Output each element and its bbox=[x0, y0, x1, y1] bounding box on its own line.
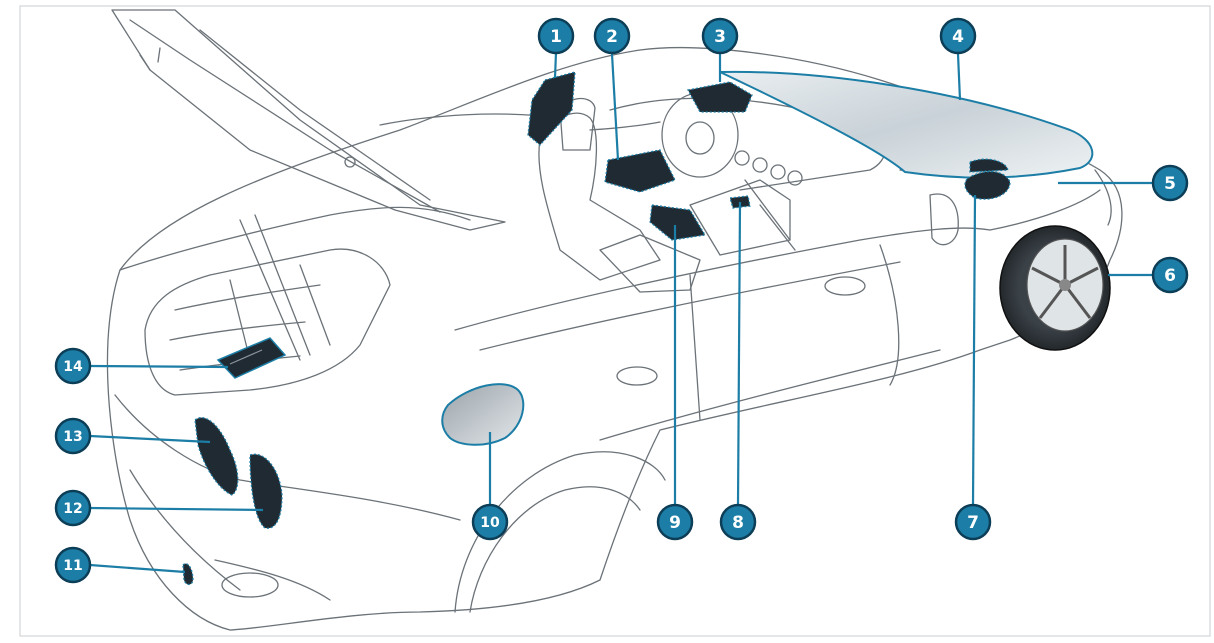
callout-1: 1 bbox=[537, 17, 575, 55]
fuel-filler-flap bbox=[441, 383, 525, 446]
wheel-hub bbox=[1059, 279, 1071, 291]
callout-label: 9 bbox=[669, 513, 681, 533]
figure-border bbox=[19, 5, 1211, 637]
callout-5: 5 bbox=[1151, 164, 1189, 202]
callout-7: 7 bbox=[954, 503, 992, 541]
trunk-lid-outline bbox=[111, 9, 506, 231]
windscreen-area bbox=[719, 70, 1094, 179]
callout-2: 2 bbox=[593, 17, 631, 55]
callout-6: 6 bbox=[1151, 256, 1189, 294]
vent bbox=[734, 150, 750, 166]
callout-3: 3 bbox=[701, 17, 739, 55]
exhaust-tip bbox=[221, 572, 279, 598]
trunk-hinge bbox=[139, 47, 161, 71]
front-fender bbox=[989, 189, 1101, 231]
trunk-opening bbox=[144, 248, 391, 396]
trunk-module bbox=[216, 337, 287, 379]
leader-11 bbox=[89, 563, 186, 574]
callout-label: 8 bbox=[732, 513, 744, 533]
leader-1 bbox=[553, 51, 558, 79]
highlight-region-13 bbox=[194, 417, 239, 496]
rear-bumper-line bbox=[114, 394, 461, 521]
trunk-module-detail bbox=[229, 349, 263, 365]
callout-8: 8 bbox=[719, 503, 757, 541]
callout-label: 11 bbox=[63, 558, 82, 574]
leader-7 bbox=[971, 194, 977, 506]
steering-hub bbox=[685, 121, 715, 155]
cabin-edge bbox=[589, 121, 661, 131]
rear-console bbox=[599, 234, 701, 293]
callout-14: 14 bbox=[54, 347, 92, 385]
console-trim bbox=[744, 179, 796, 251]
car-body-outline bbox=[106, 47, 1123, 631]
front-wheel bbox=[999, 225, 1111, 351]
callout-label: 12 bbox=[63, 501, 82, 517]
callout-label: 1 bbox=[550, 27, 562, 47]
callout-9: 9 bbox=[656, 503, 694, 541]
callout-label: 5 bbox=[1164, 174, 1176, 194]
leader-2 bbox=[610, 53, 620, 161]
callout-label: 10 bbox=[480, 515, 500, 531]
leader-lines bbox=[89, 51, 1152, 574]
rear-deck-edge bbox=[119, 206, 471, 271]
rear-diffuser-line bbox=[214, 559, 331, 601]
highlight-region-11 bbox=[182, 563, 194, 586]
callout-label: 14 bbox=[63, 359, 83, 375]
callout-4: 4 bbox=[939, 17, 977, 55]
rear-door-handle bbox=[616, 366, 658, 386]
trunk-strut bbox=[239, 214, 311, 361]
highlight-region-12 bbox=[249, 453, 283, 529]
highlight-region-1 bbox=[527, 71, 576, 146]
highlight-region-2 bbox=[604, 149, 676, 193]
callout-label: 2 bbox=[606, 27, 618, 47]
callout-label: 6 bbox=[1164, 266, 1176, 286]
trunk-side-lines bbox=[229, 264, 331, 361]
callout-label: 4 bbox=[952, 27, 964, 47]
rear-wheel-rim bbox=[469, 486, 641, 613]
trunk-lid-crease bbox=[129, 19, 441, 213]
callout-13: 13 bbox=[54, 417, 92, 455]
callout-label: 3 bbox=[714, 27, 726, 47]
leader-13 bbox=[89, 434, 211, 444]
rear-wheel-arch bbox=[454, 451, 666, 613]
highlight-region-9 bbox=[649, 204, 707, 241]
callout-11: 11 bbox=[54, 546, 92, 584]
callout-label: 13 bbox=[63, 429, 82, 445]
trunk-lid-latch bbox=[344, 156, 356, 168]
callout-label: 7 bbox=[967, 513, 979, 533]
highlight-region-3 bbox=[687, 81, 753, 113]
callout-10: 10 bbox=[471, 503, 509, 541]
vent bbox=[770, 164, 786, 180]
door-seam bbox=[689, 244, 900, 421]
headlight-edge bbox=[1094, 169, 1112, 226]
rim-spokes bbox=[1031, 245, 1099, 319]
front-door-handle bbox=[824, 276, 866, 296]
vent bbox=[752, 157, 768, 173]
leader-14 bbox=[89, 364, 229, 369]
leader-8 bbox=[736, 201, 742, 506]
highlight-region-7b bbox=[969, 158, 1009, 173]
side-mirror bbox=[929, 193, 959, 246]
highlight-regions bbox=[182, 71, 1011, 586]
vent bbox=[787, 170, 803, 186]
trunk-lid-inner bbox=[199, 29, 431, 201]
highlight-region-7 bbox=[964, 171, 1011, 200]
leader-4 bbox=[956, 53, 962, 101]
side-sill-line bbox=[599, 349, 941, 441]
callout-badges: 1 2 3 4 5 6 7 8 bbox=[54, 17, 1189, 584]
shoulder-line bbox=[454, 227, 991, 331]
leader-12 bbox=[89, 506, 264, 512]
callout-12: 12 bbox=[54, 489, 92, 527]
highlight-region-14 bbox=[216, 337, 287, 379]
front-seat bbox=[538, 112, 661, 281]
